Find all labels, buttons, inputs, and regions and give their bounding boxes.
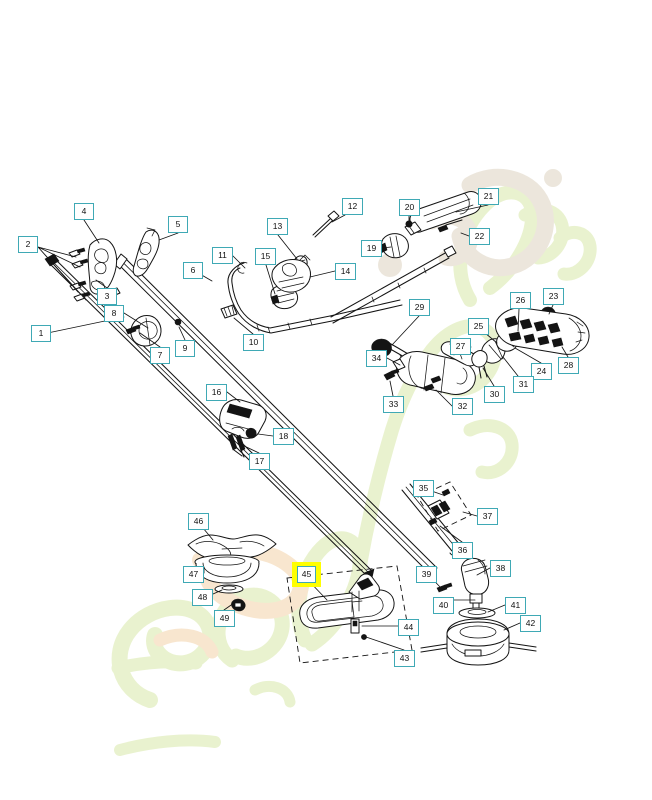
- part-35-bolts: [428, 488, 451, 526]
- callout-11[interactable]: 11: [212, 247, 233, 264]
- callout-3[interactable]: 3: [97, 288, 117, 305]
- callout-49[interactable]: 49: [214, 610, 235, 627]
- callout-32[interactable]: 32: [452, 398, 473, 415]
- callout-25[interactable]: 25: [468, 318, 489, 335]
- callout-5[interactable]: 5: [168, 216, 188, 233]
- part-19-coupler: [378, 233, 409, 259]
- callout-44[interactable]: 44: [398, 619, 419, 636]
- part-16-tank: [219, 399, 267, 439]
- callout-label-45: 45: [297, 566, 316, 583]
- part-17-blades: [227, 433, 246, 458]
- part-44-clip: [350, 618, 367, 640]
- part-33-bolt: [383, 368, 400, 381]
- callout-30[interactable]: 30: [484, 386, 505, 403]
- callout-10[interactable]: 10: [243, 334, 264, 351]
- callout-34[interactable]: 34: [366, 350, 387, 367]
- part-39-screw: [436, 582, 453, 593]
- callout-26[interactable]: 26: [510, 292, 531, 309]
- callout-48[interactable]: 48: [192, 589, 213, 606]
- part-6-tube: [113, 253, 438, 575]
- callout-31[interactable]: 31: [513, 376, 534, 393]
- callout-27[interactable]: 27: [450, 338, 471, 355]
- part-28-gearbox: [495, 307, 590, 355]
- callout-2[interactable]: 2: [18, 236, 38, 253]
- part-38-gearhead: [460, 557, 490, 611]
- callout-12[interactable]: 12: [342, 198, 363, 215]
- callout-47[interactable]: 47: [183, 566, 204, 583]
- part-20-bolt: [405, 220, 413, 228]
- part-47-cup: [194, 554, 260, 584]
- leader-lines: [37, 204, 569, 651]
- part-49-nut: [231, 598, 246, 612]
- callout-17[interactable]: 17: [249, 453, 270, 470]
- part-32-bolts: [423, 375, 442, 392]
- part-14-drive-tube: [330, 245, 457, 324]
- part-10-grommet: [220, 304, 238, 319]
- callout-38[interactable]: 38: [490, 560, 511, 577]
- callout-20[interactable]: 20: [399, 199, 420, 216]
- part-42-cutting-head: [420, 618, 537, 666]
- callout-39[interactable]: 39: [416, 566, 437, 583]
- callout-18[interactable]: 18: [273, 428, 294, 445]
- part-45-shield: [299, 573, 395, 629]
- part-12-bolt: [312, 210, 340, 238]
- callout-45[interactable]: 45: [292, 562, 321, 587]
- part-37-assembly-box: [417, 481, 472, 532]
- callout-40[interactable]: 40: [433, 597, 454, 614]
- callout-33[interactable]: 33: [383, 396, 404, 413]
- callout-28[interactable]: 28: [558, 357, 579, 374]
- callout-1[interactable]: 1: [31, 325, 51, 342]
- callout-43[interactable]: 43: [394, 650, 415, 667]
- callout-46[interactable]: 46: [188, 513, 209, 530]
- callout-7[interactable]: 7: [150, 347, 170, 364]
- callout-8[interactable]: 8: [104, 305, 124, 322]
- callout-14[interactable]: 14: [335, 263, 356, 280]
- part-48-washer: [214, 584, 244, 594]
- callout-23[interactable]: 23: [543, 288, 564, 305]
- part-41-washer: [458, 607, 496, 619]
- part-18-capnut: [245, 427, 257, 439]
- callout-15[interactable]: 15: [255, 248, 276, 265]
- part-11-handlebar: [227, 261, 403, 334]
- callout-24[interactable]: 24: [531, 363, 552, 380]
- callout-37[interactable]: 37: [477, 508, 498, 525]
- callout-35[interactable]: 35: [413, 480, 434, 497]
- callout-4[interactable]: 4: [74, 203, 94, 220]
- part-5-grip: [132, 227, 160, 277]
- callout-13[interactable]: 13: [267, 218, 288, 235]
- callout-36[interactable]: 36: [452, 542, 473, 559]
- callout-19[interactable]: 19: [361, 240, 382, 257]
- callout-22[interactable]: 22: [469, 228, 490, 245]
- part-8-clamp: [125, 315, 182, 347]
- part-22-screw: [437, 219, 463, 233]
- callout-6[interactable]: 6: [183, 262, 203, 279]
- part-14-throttle-housing: [271, 254, 311, 293]
- callout-16[interactable]: 16: [206, 384, 227, 401]
- callout-29[interactable]: 29: [409, 299, 430, 316]
- part-1-shaft: [44, 253, 375, 580]
- callout-9[interactable]: 9: [175, 340, 195, 357]
- callout-41[interactable]: 41: [505, 597, 526, 614]
- callout-42[interactable]: 42: [520, 615, 541, 632]
- callout-21[interactable]: 21: [478, 188, 499, 205]
